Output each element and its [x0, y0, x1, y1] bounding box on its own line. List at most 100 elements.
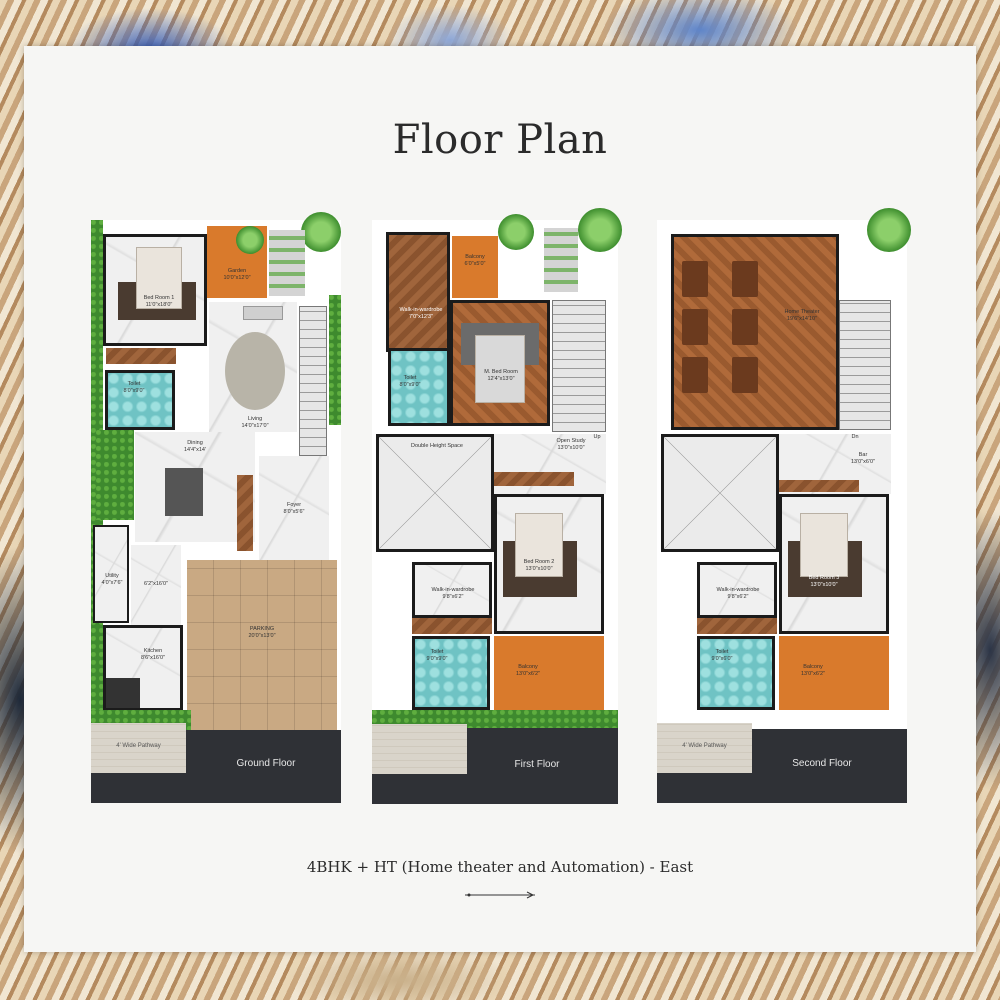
round-rug [225, 332, 285, 410]
balcony-label: Balcony 13'0"x6'2" [800, 664, 826, 677]
walk-in-wardrobe-2: Walk-in-wardrobe 9'8"x6'2" [412, 562, 492, 618]
sofa [243, 306, 283, 320]
bed-room-1: Bed Room 1 11'0"x18'0" [103, 234, 207, 346]
ground-floor-label: Ground Floor [236, 758, 296, 769]
balcony-top-label: Balcony 6'0"x5'0" [464, 254, 486, 267]
walk-in-wardrobe-label: Walk-in-wardrobe 7'0"x12'3" [399, 307, 443, 320]
bar-label: Bar 13'0"x6'0" [850, 452, 876, 465]
kitchen: Kitchen 8'6"x16'0" [103, 625, 183, 711]
toilet: Toilet 8'0"x9'0" [105, 370, 175, 430]
tree-icon [301, 212, 341, 252]
front-hedge [372, 710, 618, 728]
bed [800, 513, 848, 577]
first-floor-label: First Floor [514, 759, 560, 770]
passage-label: 6'2"x16'0" [143, 581, 169, 587]
parking: PARKING 20'0"x13'0" [187, 560, 337, 730]
dining-table [165, 468, 203, 516]
master-bed-room: M. Bed Room 12'4"x13'0" [450, 300, 550, 426]
seat [682, 357, 708, 393]
seat [732, 261, 758, 297]
bar: Dn Bar 13'0"x6'0" [779, 434, 891, 494]
foyer-label: Foyer 8'0"x5'6" [283, 502, 305, 515]
shoe-rack [237, 475, 253, 551]
pathway: 4' Wide Pathway [657, 723, 752, 773]
dining: Dining 14'4"x14' [135, 432, 255, 542]
utility: Utility 4'0"x7'6" [93, 525, 129, 623]
bed-room-2-label: Bed Room 2 13'0"x10'0" [523, 559, 555, 572]
toilet-label: Toilet 8'0"x9'0" [399, 375, 421, 388]
staircase [299, 306, 327, 456]
foyer: Foyer 8'0"x5'6" [259, 456, 329, 566]
bed-room-3: Bed Room 3 13'0"x10'0" [779, 494, 889, 634]
ground-floor-plan: Bed Room 1 11'0"x18'0" Garden 10'0"x12'0… [91, 212, 341, 803]
parking-label: PARKING 20'0"x13'0" [248, 626, 276, 639]
seat [732, 309, 758, 345]
bed-room-3-label: Bed Room 3 13'0"x10'0" [808, 575, 840, 588]
balcony-label: Balcony 13'0"x6'2" [515, 664, 541, 677]
home-theater: Home Theater 19'6"x14'10" [671, 234, 839, 430]
pathway-label: 4' Wide Pathway [116, 743, 161, 749]
wardrobe-3-label: Walk-in-wardrobe 9'8"x6'2" [716, 587, 760, 600]
garden-label: Garden 10'0"x12'0" [223, 268, 251, 281]
wardrobe [106, 348, 176, 364]
double-height-space [661, 434, 779, 552]
double-height-space: Double Height Space [376, 434, 494, 552]
bed-room-1-label: Bed Room 1 11'0"x18'0" [143, 295, 175, 308]
toilet-label: Toilet 8'0"x9'0" [123, 381, 145, 394]
living: Living 14'0"x17'0" [209, 302, 297, 432]
balcony: Balcony 13'0"x6'2" [779, 636, 889, 710]
pathway: 4' Wide Pathway [91, 723, 186, 773]
toilet-2-label: Toilet 9'0"x9'0" [426, 649, 448, 662]
dining-label: Dining 14'4"x14' [183, 440, 207, 453]
stepping-stones [269, 230, 305, 296]
tree-icon [578, 208, 622, 252]
balcony-top: Balcony 6'0"x5'0" [452, 236, 498, 298]
pathway [372, 724, 467, 774]
tree-icon [498, 214, 534, 250]
dn-label: Dn [851, 434, 859, 440]
garden-patch [96, 430, 134, 520]
toilet: Toilet 8'0"x9'0" [388, 348, 450, 426]
double-height-label: Double Height Space [411, 443, 463, 449]
study-desk [494, 472, 574, 486]
second-floor-plan: Home Theater 19'6"x14'10" Dn Bar 13'0"x6… [657, 208, 911, 803]
bed-room-2: Bed Room 2 13'0"x10'0" [494, 494, 604, 634]
garden-strip-right [329, 295, 341, 425]
passage: 6'2"x16'0" [131, 545, 181, 625]
tree-icon [867, 208, 911, 252]
pathway-label: 4' Wide Pathway [682, 743, 727, 749]
staircase [839, 300, 891, 430]
bed [475, 335, 525, 403]
home-theater-label: Home Theater 19'6"x14'10" [784, 309, 820, 322]
wardrobe-unit [697, 618, 777, 634]
toilet-3-label: Toilet 9'0"x6'0" [711, 649, 733, 662]
kitchen-label: Kitchen 8'6"x16'0" [140, 648, 166, 661]
page-title: Floor Plan [392, 117, 608, 163]
utility-label: Utility 4'0"x7'6" [101, 573, 123, 586]
bed [515, 513, 563, 577]
stepping-stones [544, 228, 578, 292]
plan-subtitle: 4BHK + HT (Home theater and Automation) … [306, 858, 694, 876]
seat [682, 261, 708, 297]
staircase [552, 300, 606, 432]
living-label: Living 14'0"x17'0" [241, 416, 269, 429]
tree-icon [236, 226, 264, 254]
wardrobe-2-label: Walk-in-wardrobe 9'8"x6'2" [431, 587, 475, 600]
open-study-label: Open Study 13'0"x10'0" [556, 438, 586, 451]
second-floor-label: Second Floor [792, 758, 852, 769]
toilet-3: Toilet 9'0"x6'0" [697, 636, 775, 710]
open-study: Open Study 13'0"x10'0" Up [494, 434, 606, 494]
bed [136, 247, 182, 309]
seat [732, 357, 758, 393]
wardrobe-unit [412, 618, 492, 634]
balcony: Balcony 13'0"x6'2" [494, 636, 604, 710]
first-floor-plan: Walk-in-wardrobe 7'0"x12'3" Balcony 6'0"… [372, 208, 622, 804]
walk-in-wardrobe-3: Walk-in-wardrobe 9'8"x6'2" [697, 562, 777, 618]
kitchen-counter [106, 678, 140, 708]
master-bed-label: M. Bed Room 12'4"x13'0" [484, 369, 518, 382]
up-label: Up [593, 434, 601, 440]
toilet-2: Toilet 9'0"x9'0" [412, 636, 490, 710]
divider-ornament-icon [465, 891, 535, 899]
walk-in-wardrobe: Walk-in-wardrobe 7'0"x12'3" [386, 232, 450, 352]
bar-counter [779, 480, 859, 492]
